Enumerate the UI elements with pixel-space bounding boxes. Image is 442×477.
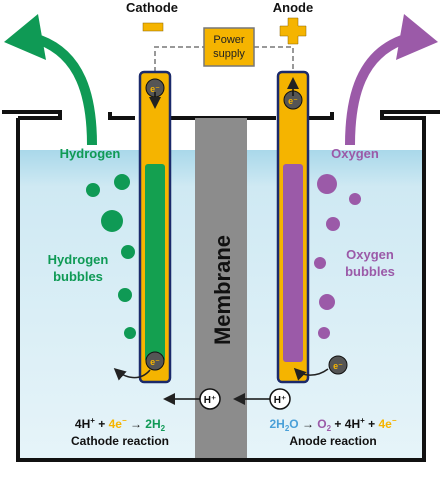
oxygen-bubble: [319, 294, 335, 310]
oxygen-bubble: [317, 174, 337, 194]
oxygen-label: Oxygen: [331, 146, 379, 161]
oxygen-bubble: [349, 193, 361, 205]
membrane-label: Membrane: [210, 235, 235, 345]
proton-label: H⁺: [274, 395, 287, 406]
hydrogen-bubble: [121, 245, 135, 259]
proton-label: H⁺: [204, 395, 217, 406]
oxygen-bubbles: [314, 174, 361, 339]
hydrogen-bubbles-label-1: Hydrogen: [48, 252, 109, 267]
power-supply-label-1: Power: [213, 34, 245, 46]
electron-cathode-bottom: e⁻: [113, 351, 165, 381]
hydrogen-bubble: [124, 327, 136, 339]
cathode-active-area: [145, 164, 165, 362]
cathode-label: Cathode: [126, 0, 178, 15]
oxygen-bubbles-label-1: Oxygen: [346, 247, 394, 262]
tank-top-left: [2, 110, 62, 120]
hydrogen-bubbles-label-2: bubbles: [53, 269, 103, 284]
power-supply-box: [203, 27, 255, 67]
cathode-reaction-caption: Cathode reaction: [71, 434, 169, 448]
proton-membrane: H⁺: [199, 388, 221, 410]
anode-active-area: [283, 164, 303, 362]
power-supply-label-2: supply: [213, 48, 245, 60]
oxygen-bubble: [326, 217, 340, 231]
cathode-reaction-equation: 4H+ + 4e− → 2H2: [75, 416, 166, 433]
electron-label: e⁻: [288, 96, 298, 106]
plus-sign-icon: [279, 17, 307, 45]
tank-wall: [16, 110, 440, 462]
electron-label: e⁻: [150, 357, 160, 367]
anode-label: Anode: [273, 0, 313, 15]
proton-anode-side: H⁺: [269, 388, 291, 410]
electron-cathode-top: e⁻: [145, 78, 165, 109]
electron-anode-bottom: e⁻: [293, 355, 348, 381]
tank-lid-right: [309, 112, 334, 120]
electron-label: e⁻: [333, 361, 343, 371]
electron-anode-top: e⁻: [283, 77, 303, 110]
hydrogen-bubble: [118, 288, 132, 302]
hydrogen-bubble: [86, 183, 100, 197]
anode-reaction-caption: Anode reaction: [289, 434, 376, 448]
hydrogen-out-arrow: [38, 35, 97, 146]
wire-right: [254, 46, 294, 72]
minus-sign-icon: [142, 22, 164, 32]
hydrogen-bubbles: [86, 174, 136, 339]
oxygen-bubble: [314, 257, 326, 269]
anode-reaction-equation: 2H2O → O2 + 4H+ + 4e−: [269, 416, 396, 433]
oxygen-bubble: [318, 327, 330, 339]
wire-left: [154, 46, 204, 72]
oxygen-out-arrow: [345, 35, 404, 146]
hydrogen-bubble: [114, 174, 130, 190]
tank-lid-left: [108, 112, 135, 120]
hydrogen-label: Hydrogen: [60, 146, 121, 161]
hydrogen-out-arrowhead: [4, 14, 46, 60]
oxygen-out-arrowhead: [396, 14, 438, 60]
electron-label: e⁻: [150, 84, 160, 94]
hydrogen-bubble: [101, 210, 123, 232]
oxygen-bubbles-label-2: bubbles: [345, 264, 395, 279]
